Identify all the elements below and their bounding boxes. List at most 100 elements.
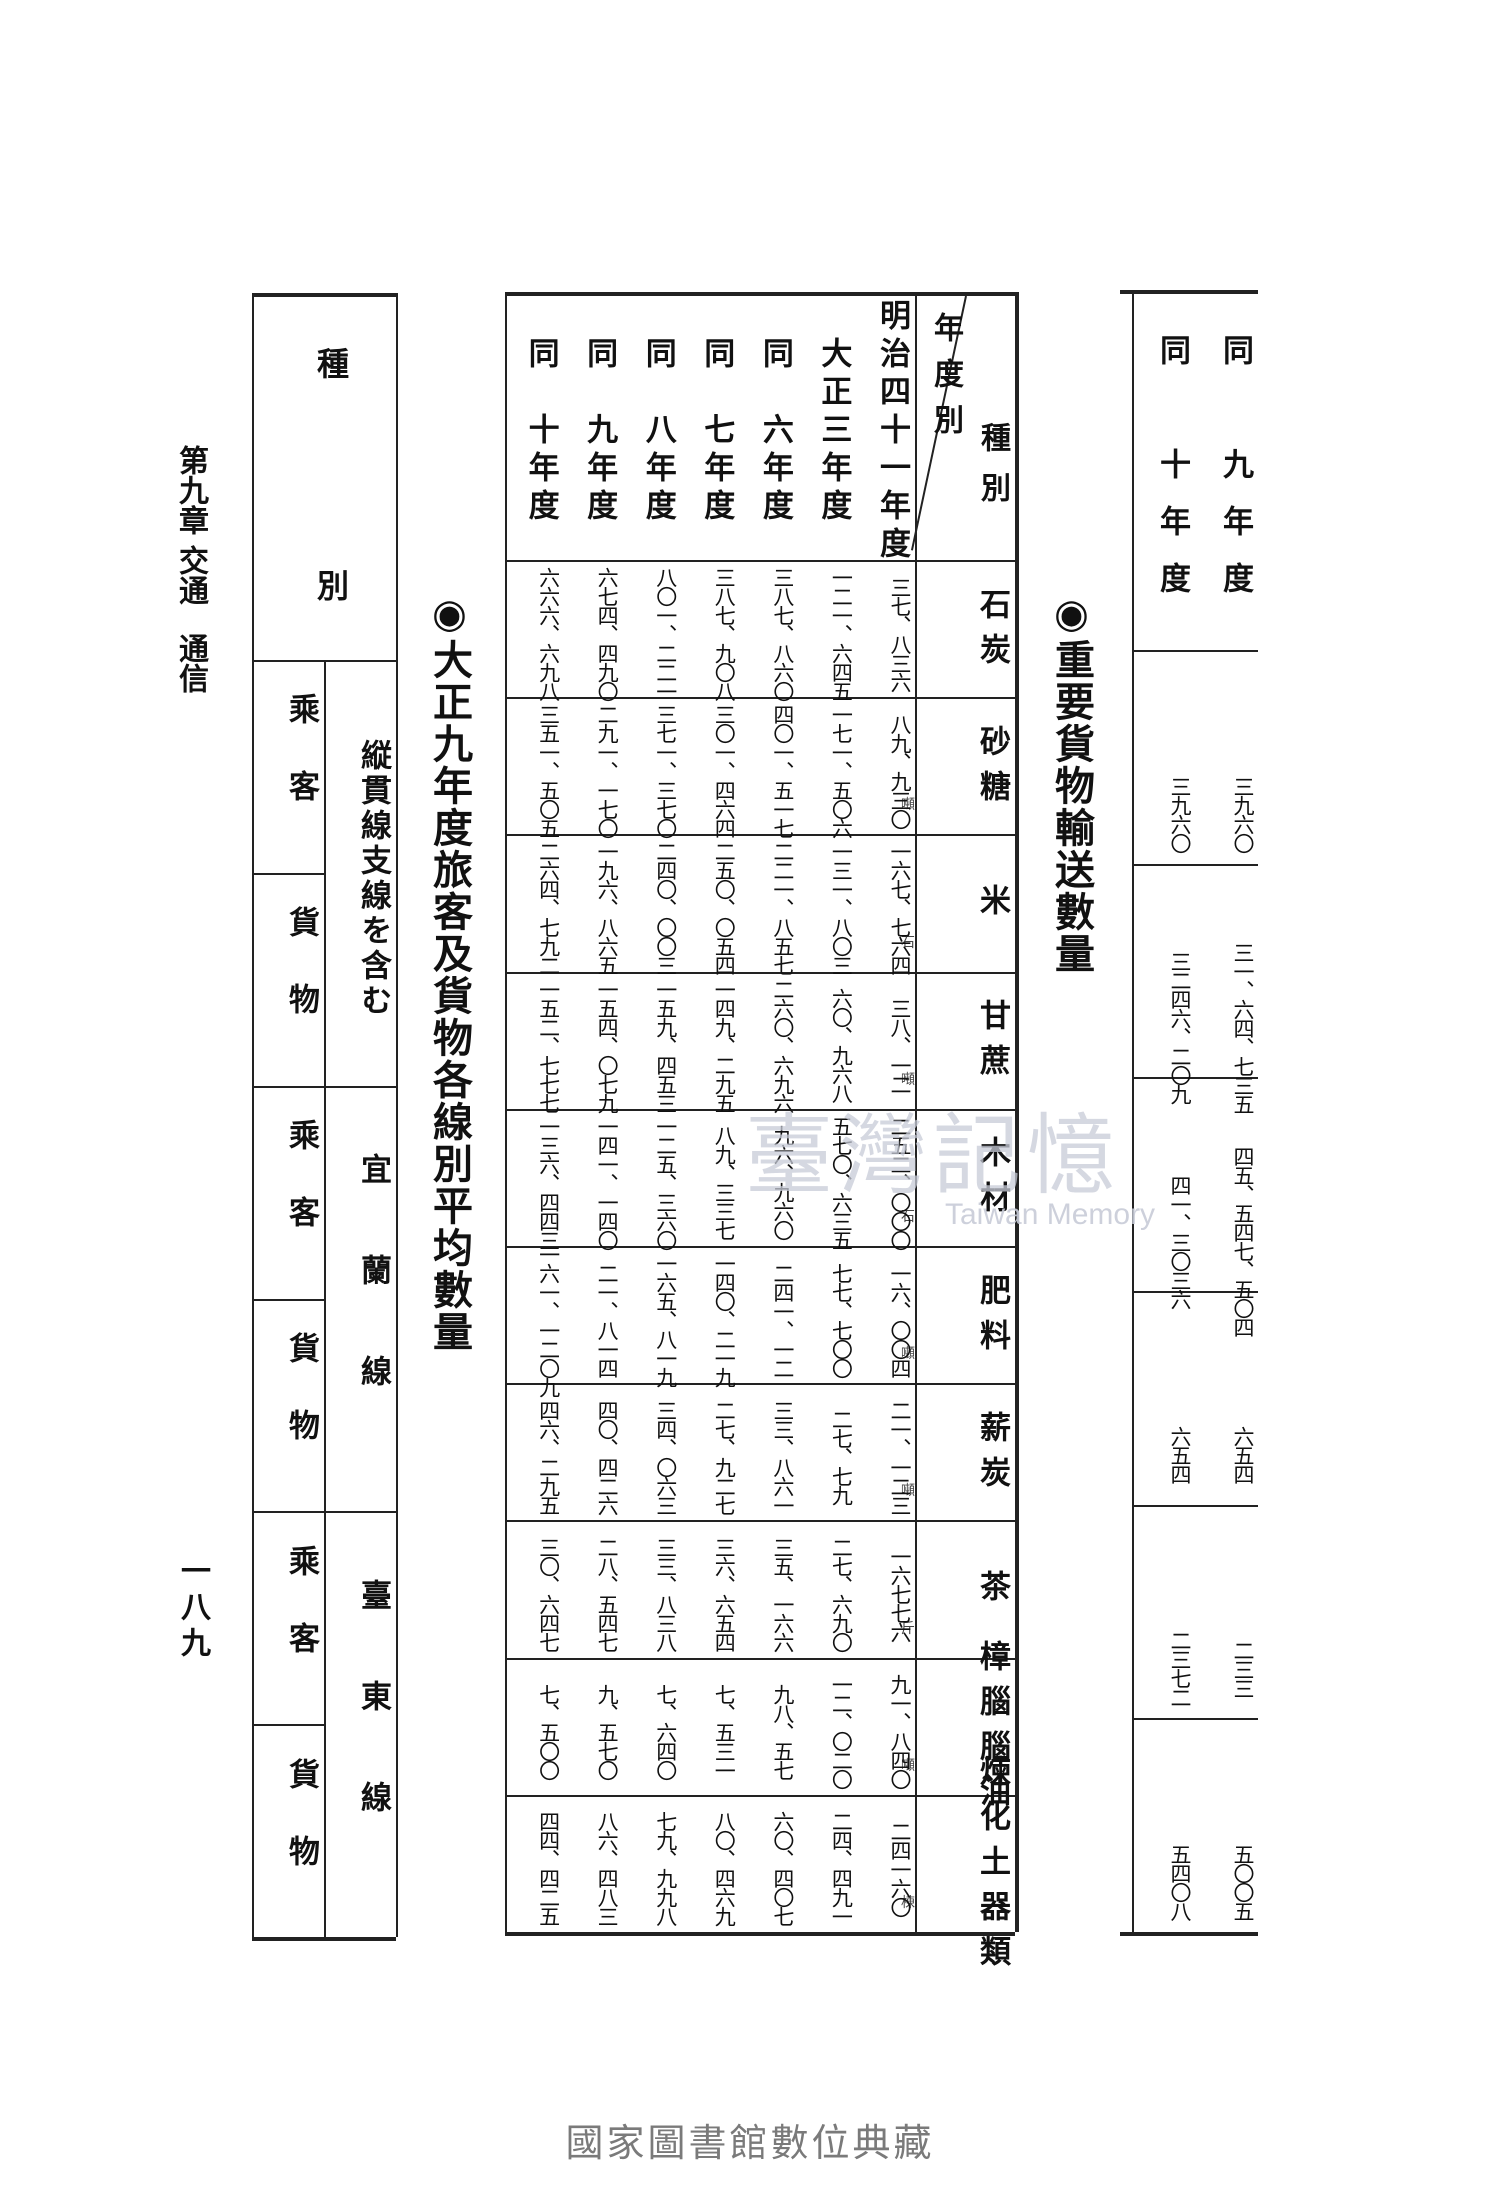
cargo-value: 一九六、八六五 <box>595 841 620 975</box>
rule-line <box>1132 290 1134 1932</box>
unit-mark: 石 <box>901 934 915 951</box>
rule-line <box>505 1932 1015 1936</box>
prev-value: 五四〇八 <box>1168 1844 1192 1921</box>
cargo-category: 砂糖 <box>974 724 1010 815</box>
rule-line <box>324 660 326 1937</box>
cargo-value: 三三、八六一 <box>770 1399 795 1514</box>
cargo-value: 一四〇、二一九 <box>712 1253 737 1387</box>
cargo-category: 茶 <box>974 1570 1010 1616</box>
unit-mark: 噸 <box>901 1346 915 1363</box>
chapter-heading: 第九章交通通信 <box>168 445 212 693</box>
rule-line <box>1132 1504 1258 1507</box>
cargo-value: 二五〇、〇五四 <box>712 841 737 975</box>
rule-line <box>252 872 324 875</box>
cargo-value: 六七四、四九〇 <box>595 567 620 701</box>
rule-line <box>1120 290 1258 294</box>
cargo-value: 三七一、三七〇 <box>653 704 678 838</box>
cargo-category: 木材 <box>974 1136 1010 1227</box>
cargo-value: 二七、六九〇 <box>829 1536 854 1651</box>
cargo-value: 二一、八一四 <box>595 1262 620 1377</box>
rule-line <box>505 292 1015 296</box>
cargo-value: 二八、五四七 <box>595 1536 620 1651</box>
cargo-value: 二六〇、六九六 <box>770 978 795 1112</box>
cargo-value: 二一、一二三 <box>887 1399 912 1514</box>
cargo-value: 三三、八三八 <box>653 1536 678 1651</box>
cargo-category: 石炭 <box>974 587 1010 678</box>
cargo-value: 六六六、六九八 <box>536 567 561 701</box>
year-header: 大正三年度 <box>815 337 852 527</box>
rule-line <box>505 697 1015 700</box>
rule-line <box>1015 292 1019 1932</box>
cargo-value: 一五九、四五三 <box>653 978 678 1112</box>
cargo-category: 薪炭 <box>974 1410 1010 1501</box>
cargo-value: 三五、一六六 <box>770 1536 795 1651</box>
cargo-value: 九八、五七 <box>770 1683 795 1779</box>
cargo-value: 四六、二九五 <box>536 1399 561 1514</box>
watermark-en: Taiwan Memory <box>945 1198 1156 1231</box>
unit-mark: 噸 <box>901 797 915 814</box>
rule-line <box>915 292 917 1932</box>
cargo-value: 三六、六五四 <box>712 1536 737 1651</box>
cargo-value: 四〇、四二六 <box>595 1399 620 1514</box>
cargo-value: 二六四、七九二 <box>536 841 561 975</box>
cargo-value: 三〇一、四六四 <box>712 704 737 838</box>
pass-header-kind: 種別 <box>312 347 350 791</box>
rule-line <box>252 1298 324 1301</box>
cargo-value: 一六、〇〇四 <box>887 1262 912 1377</box>
rule-line <box>252 293 396 297</box>
cargo-value: 五七〇、六三五 <box>829 1115 854 1249</box>
cargo-value: 一三一、八〇三 <box>829 841 854 975</box>
rule-line <box>505 834 1015 837</box>
cargo-value: 一二、〇二〇 <box>829 1674 854 1789</box>
unit-mark: 噸 <box>901 1071 915 1088</box>
cargo-value: 八九、九三〇 <box>887 713 912 828</box>
cargo-category: 肥料 <box>974 1273 1010 1364</box>
cargo-value: 三四、〇六三 <box>653 1399 678 1514</box>
cargo-value: 一三六、四四三 <box>536 1115 561 1249</box>
line-item: 貨物 <box>283 906 319 1061</box>
section-name: 通信 <box>173 633 208 693</box>
rule-line <box>505 1383 1015 1386</box>
rule-line <box>252 1937 396 1941</box>
watermark-cn: 臺灣記憶 <box>745 1104 1122 1207</box>
cargo-value: 九一、八四〇 <box>887 1674 912 1789</box>
cargo-value: 三八、一二 <box>887 997 912 1093</box>
rule-line <box>1132 650 1258 652</box>
rule-line <box>396 293 398 1937</box>
cargo-value: 二七、九二七 <box>712 1399 737 1514</box>
cargo-value: 二四〇、〇〇三 <box>653 841 678 975</box>
prev-value: 二三三 <box>1231 1639 1255 1697</box>
cargo-value: 一七一、五〇六 <box>829 704 854 838</box>
prev-value: 五〇〇五 <box>1231 1844 1255 1921</box>
cargo-value: 三〇、六四七 <box>536 1536 561 1651</box>
line-item: 乘客 <box>283 693 319 848</box>
year-header: 明治四十一年度 <box>873 299 910 565</box>
year-header: 同 七年度 <box>698 337 735 527</box>
rule-line <box>505 1246 1015 1248</box>
prev-value: 三九六〇 <box>1168 775 1192 852</box>
rule-line <box>505 971 1015 974</box>
year-header: 同 十年度 <box>522 337 559 527</box>
cargo-value: 三七、八三六 <box>887 576 912 691</box>
chapter-subject: 交通 <box>173 545 208 605</box>
line-item: 貨物 <box>283 1757 319 1912</box>
cargo-value: 三八七、九〇八 <box>712 567 737 701</box>
rule-line <box>252 1085 396 1088</box>
rule-line <box>1132 1718 1258 1721</box>
cargo-value: 七、六四〇 <box>653 1683 678 1779</box>
year-header: 同 九年度 <box>581 337 618 527</box>
year-header: 同 六年度 <box>756 337 793 527</box>
line-item: 乘客 <box>283 1119 319 1274</box>
cargo-value: 七九、九九八 <box>653 1811 678 1926</box>
rule-line <box>252 293 254 1937</box>
passenger-table-title: ◉大正九年度旅客及貨物各線別平均數量 <box>426 590 473 1353</box>
cargo-value: 一六七七六 <box>887 1546 912 1642</box>
rule-line <box>1132 1077 1258 1080</box>
cargo-value: 二七、七九 <box>829 1409 854 1505</box>
line-item: 乘客 <box>283 1544 319 1699</box>
cargo-value: 九、五七〇 <box>595 1683 620 1779</box>
cargo-value: 一五二、七七七 <box>536 978 561 1112</box>
cargo-value: 四四、四二五 <box>536 1811 561 1926</box>
rule-line <box>505 292 507 1932</box>
line-name: 宜蘭線 <box>355 1152 391 1456</box>
